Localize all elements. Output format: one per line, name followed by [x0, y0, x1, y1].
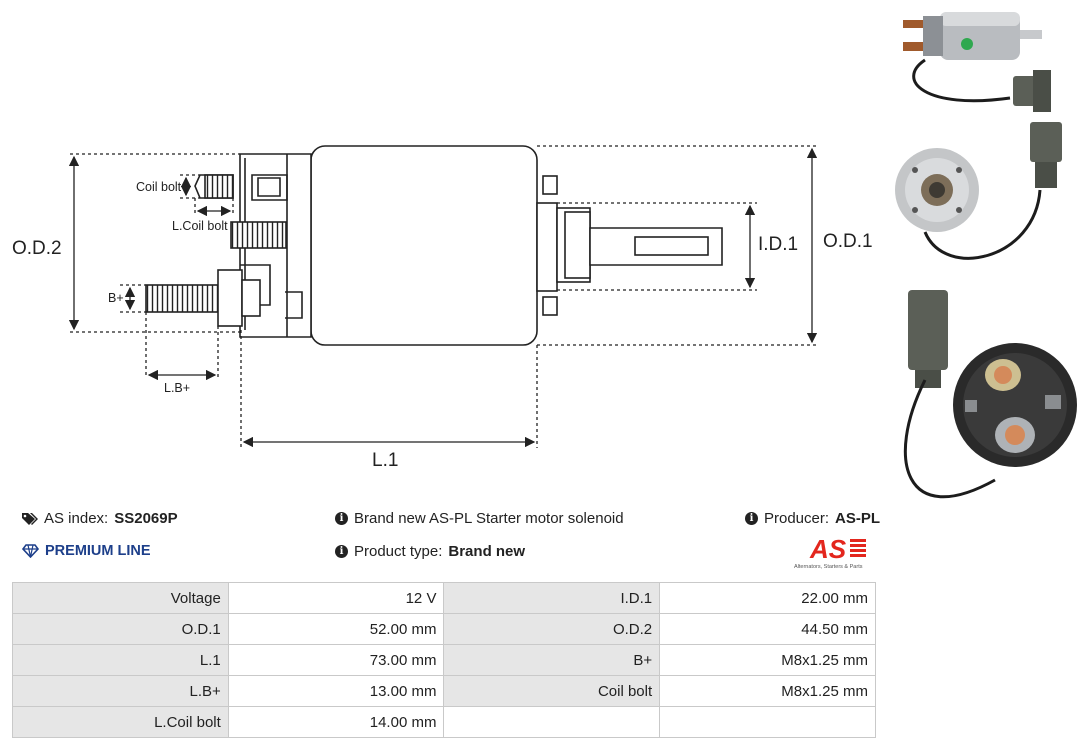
info-icon: i	[335, 545, 348, 558]
od2-label: O.D.2	[12, 238, 62, 259]
product-photo-front	[895, 122, 1062, 260]
as-index-label: AS index:	[44, 510, 109, 527]
l1-label: L.1	[372, 450, 398, 471]
logo-tagline: Alternators, Starters & Parts	[794, 564, 863, 570]
description-text: Brand new AS-PL Starter motor solenoid	[354, 510, 624, 527]
spec-value: 13.00 mm	[227, 675, 445, 707]
info-icon: i	[335, 512, 348, 525]
product-info: AS index: SS2069P PREMIUM LINE i Brand n…	[0, 500, 880, 580]
spec-key: O.D.1	[12, 613, 229, 645]
spec-value: 14.00 mm	[227, 706, 445, 738]
table-row: L.1 73.00 mm B+ M8x1.25 mm	[12, 644, 876, 676]
spec-value: 73.00 mm	[227, 644, 445, 676]
premium-line[interactable]: PREMIUM LINE	[22, 543, 151, 559]
spec-key: L.B+	[12, 675, 229, 707]
id1-label: I.D.1	[758, 234, 798, 255]
spec-value: 22.00 mm	[659, 582, 876, 614]
table-row: Voltage 12 V I.D.1 22.00 mm	[12, 582, 876, 614]
spec-value-empty	[659, 706, 876, 738]
logo-text: AS	[809, 534, 847, 564]
specs-table: Voltage 12 V I.D.1 22.00 mm O.D.1 52.00 …	[12, 582, 876, 738]
product-photo-side	[903, 12, 1051, 112]
premium-line-label: PREMIUM LINE	[45, 543, 151, 559]
tags-icon	[22, 513, 38, 525]
producer-label: Producer:	[764, 510, 830, 527]
od1-label: O.D.1	[823, 231, 873, 252]
product-type-value: Brand new	[448, 543, 526, 560]
spec-key: O.D.2	[443, 613, 661, 645]
spec-key-empty	[443, 706, 661, 738]
spec-key: B+	[443, 644, 661, 676]
solenoid-body	[310, 145, 538, 346]
l-b-plus-label: L.B+	[164, 381, 190, 395]
producer-value: AS-PL	[835, 510, 881, 527]
table-row: L.B+ 13.00 mm Coil bolt M8x1.25 mm	[12, 675, 876, 707]
l-coil-bolt-label: L.Coil bolt	[172, 219, 228, 233]
spec-key: I.D.1	[443, 582, 661, 614]
table-row: L.Coil bolt 14.00 mm	[12, 706, 876, 738]
spec-value: M8x1.25 mm	[659, 675, 876, 707]
b-plus-bolt	[145, 284, 220, 313]
description: i Brand new AS-PL Starter motor solenoid	[335, 510, 624, 527]
as-index: AS index: SS2069P	[22, 510, 178, 527]
diamond-icon	[22, 544, 39, 558]
spec-key: L.Coil bolt	[12, 706, 229, 738]
spec-value: 44.50 mm	[659, 613, 876, 645]
coil-bolt-label: Coil bolt	[136, 180, 182, 194]
product-photos	[895, 12, 1077, 499]
spec-value: 52.00 mm	[227, 613, 445, 645]
product-type-label: Product type:	[354, 543, 443, 560]
as-index-value: SS2069P	[114, 510, 178, 527]
info-icon: i	[745, 512, 758, 525]
producer: i Producer: AS-PL	[745, 510, 880, 527]
solenoid-dimension-drawing: Coil bolt L.Coil bolt B+ L.B+ O.D.2 O.D.…	[12, 145, 873, 471]
spec-key: Voltage	[12, 582, 229, 614]
spec-key: Coil bolt	[443, 675, 661, 707]
b-plus-label: B+	[108, 291, 124, 305]
coil-bolt-thread	[230, 221, 287, 249]
spec-value: 12 V	[227, 582, 445, 614]
product-type: i Product type: Brand new	[335, 543, 525, 560]
spec-key: L.1	[12, 644, 229, 676]
as-pl-logo: AS Alternators, Starters & Parts	[790, 533, 880, 573]
product-photo-terminals	[904, 290, 1077, 499]
table-row: O.D.1 52.00 mm O.D.2 44.50 mm	[12, 613, 876, 645]
spec-value: M8x1.25 mm	[659, 644, 876, 676]
